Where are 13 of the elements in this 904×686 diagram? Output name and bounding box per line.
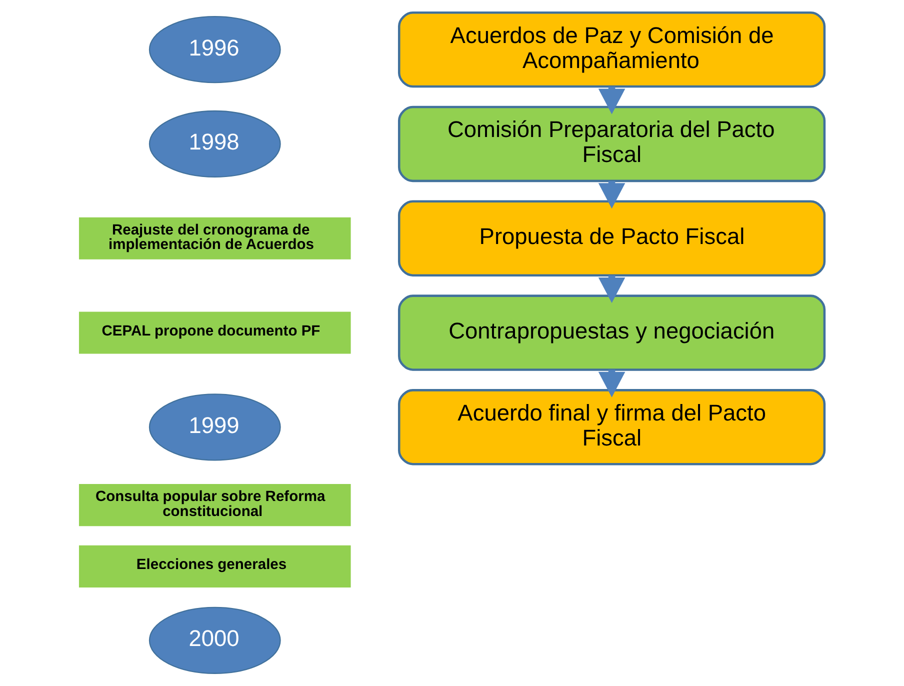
node-ellipse: 1996	[148, 16, 281, 84]
node-box: Contrapropuestas y negociación	[398, 294, 826, 371]
node-box: CEPAL propone documento PF	[78, 312, 351, 354]
node-box: Comisión Preparatoria del Pacto Fiscal	[398, 106, 826, 182]
node-box: Reajuste del cronograma de implementación de Acuerdos	[78, 217, 351, 260]
node-box: Consulta popular sobre Reforma constitucional	[78, 484, 351, 526]
node-box: Acuerdos de Paz y Comisión de Acompañamiento	[398, 11, 826, 88]
node-box: Acuerdo final y firma del Pacto Fiscal	[398, 389, 826, 466]
node-ellipse: 1998	[148, 110, 281, 178]
node-box: Elecciones generales	[78, 545, 351, 588]
node-box: Propuesta de Pacto Fiscal	[398, 200, 826, 276]
node-ellipse: 1999	[148, 394, 281, 461]
node-ellipse: 2000	[148, 606, 281, 674]
